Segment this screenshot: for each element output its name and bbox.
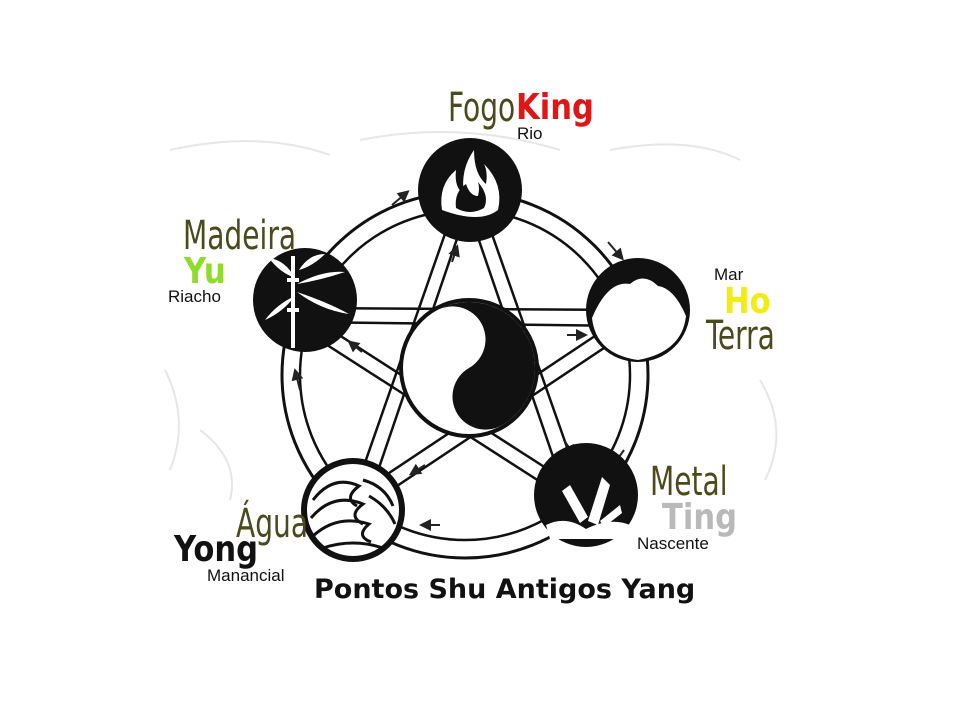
water-site-label: Manancial <box>207 566 285 585</box>
wood-site-label: Riacho <box>168 287 221 306</box>
mountain-icon <box>592 278 686 360</box>
wave-icon <box>309 478 397 550</box>
water-element-label: Água <box>236 501 309 547</box>
earth-element-circle <box>586 258 690 362</box>
metal-element-label: Metal <box>650 459 728 505</box>
wood-element-label: Madeira <box>183 213 297 259</box>
background-texture <box>164 131 778 501</box>
wood-point-label: Yu <box>184 251 226 292</box>
water-point-label: Yong <box>174 529 259 570</box>
crystal-icon <box>546 477 630 539</box>
fire-point-label: King <box>516 87 594 128</box>
earth-element-label: Terra <box>706 313 775 359</box>
fire-element-circle <box>418 138 522 242</box>
metal-element-circle <box>534 443 638 547</box>
yin-yang-symbol <box>399 298 539 438</box>
fire-site-label: Rio <box>517 124 543 143</box>
wood-element-circle <box>253 248 357 352</box>
diagram-title: Pontos Shu Antigos Yang <box>314 574 696 605</box>
metal-site-label: Nascente <box>637 534 709 553</box>
earth-point-label: Ho <box>724 281 771 322</box>
fire-element-label: Fogo <box>448 85 516 131</box>
water-element-circle <box>301 458 405 562</box>
earth-site-label: Mar <box>714 265 744 284</box>
bamboo-icon <box>287 256 299 348</box>
metal-point-label: Ting <box>662 497 738 538</box>
